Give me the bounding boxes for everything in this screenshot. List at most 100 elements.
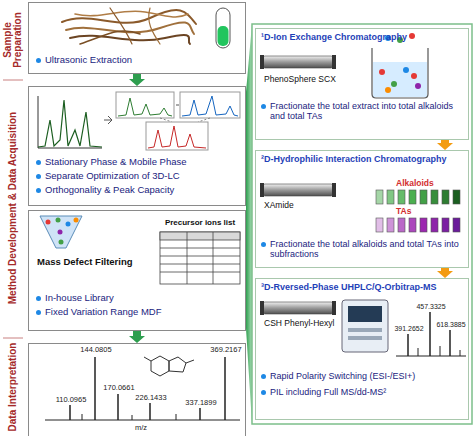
flow-arrow bbox=[437, 140, 453, 150]
ion-beaker bbox=[415, 83, 421, 89]
ion-beaker bbox=[379, 69, 385, 75]
precursor-table bbox=[160, 232, 240, 284]
node-text: TAs bbox=[396, 207, 466, 217]
ion-beaker bbox=[409, 33, 415, 39]
hplc-column bbox=[332, 55, 336, 69]
peak-label: 170.0661 bbox=[101, 384, 137, 393]
fraction-vials bbox=[409, 218, 416, 232]
node-text: PhenoSphere SCX bbox=[264, 75, 364, 85]
chromatogram bbox=[104, 116, 112, 124]
test-tube bbox=[216, 8, 230, 48]
fraction-vials bbox=[398, 190, 405, 204]
node-text: ²D-Hydrophilic Interaction Chromatograph… bbox=[261, 154, 465, 164]
bullet-dot bbox=[36, 58, 41, 63]
mass-spectrum bbox=[149, 403, 151, 420]
ion-beaker bbox=[372, 48, 428, 98]
mass-defect-funnel bbox=[66, 222, 71, 227]
ion-beaker bbox=[391, 81, 397, 87]
transfer-fan bbox=[246, 24, 252, 424]
herb-roots bbox=[75, 11, 188, 17]
chromatogram bbox=[38, 100, 102, 147]
mass-spectrum bbox=[69, 405, 71, 420]
bullet-dot bbox=[36, 160, 41, 165]
precursor-table bbox=[213, 232, 214, 284]
flow-arrow bbox=[129, 74, 145, 86]
precursor-table bbox=[160, 248, 240, 249]
bullet-text: Ultrasonic Extraction bbox=[45, 55, 235, 66]
peak-label: 391.2652 bbox=[391, 325, 427, 333]
fraction-vials bbox=[420, 190, 427, 204]
dimension-panel: ³D-Rversed-Phase UHPLC/Q-Orbitrap-MS CSH … bbox=[255, 278, 469, 420]
ms-spectrum bbox=[396, 356, 466, 357]
spectrum-box: 144.0805369.2167170.0661226.1433110.0965… bbox=[28, 343, 246, 436]
chromatogram bbox=[176, 105, 179, 106]
molecule-structure bbox=[186, 360, 194, 363]
fraction-vials bbox=[409, 190, 416, 204]
dimension-panel: ¹D-Ion Exchange ChromatographyPhenoSpher… bbox=[255, 28, 469, 140]
ion-beaker bbox=[372, 33, 428, 98]
bullet-dot bbox=[261, 374, 266, 379]
mass-spectrum bbox=[94, 357, 96, 420]
herb-roots bbox=[62, 8, 196, 44]
peak-label: 144.0805 bbox=[78, 346, 114, 355]
peak-label: 457.3325 bbox=[413, 303, 449, 311]
node-text: CSH Phenyl-Hexyl bbox=[264, 319, 364, 329]
fraction-vials bbox=[387, 190, 394, 204]
fraction-vials bbox=[453, 218, 460, 232]
bullet-dot bbox=[261, 390, 266, 395]
fraction-vials bbox=[431, 190, 438, 204]
fraction-vials bbox=[376, 218, 383, 232]
fraction-vials bbox=[442, 218, 449, 232]
mass-defect-funnel bbox=[40, 216, 82, 248]
chromatogram bbox=[180, 92, 240, 118]
mass-spectrum bbox=[45, 420, 240, 421]
mass-defect-funnel bbox=[46, 220, 51, 225]
precursor-table bbox=[160, 272, 240, 273]
chromatogram bbox=[118, 98, 172, 116]
molecule-structure bbox=[144, 357, 151, 361]
step-box: Mass Defect FilteringIn-house LibraryFix… bbox=[28, 210, 246, 331]
fraction-vials bbox=[453, 190, 460, 204]
hplc-column bbox=[263, 56, 333, 68]
peak-label: 369.2167 bbox=[208, 346, 244, 355]
herb-roots bbox=[149, 8, 160, 44]
ms-spectrum bbox=[396, 312, 466, 356]
fraction-vials bbox=[431, 218, 438, 232]
bullet-text: Separate Optimization of 3D-LC bbox=[45, 171, 240, 182]
peak-label: 226.1433 bbox=[133, 394, 169, 403]
fraction-vials bbox=[442, 190, 449, 204]
chromatogram bbox=[160, 118, 210, 122]
chromatogram bbox=[38, 92, 240, 150]
hplc-column bbox=[260, 183, 264, 197]
bullet-dot bbox=[261, 104, 266, 109]
table-caption: Precursor ions list bbox=[152, 219, 248, 227]
ion-beaker bbox=[403, 67, 409, 73]
stage-divider bbox=[3, 338, 23, 339]
mass-defect-funnel bbox=[40, 216, 82, 248]
fraction-vials bbox=[376, 190, 460, 232]
hplc-column bbox=[260, 55, 264, 69]
mass-spectrum bbox=[82, 414, 83, 420]
mass-defect-funnel bbox=[58, 230, 63, 235]
node-text: Mass Defect Filtering bbox=[37, 257, 157, 268]
bullet-text: Fixed Variation Range MDF bbox=[45, 307, 240, 318]
panel-frame bbox=[252, 24, 472, 424]
node-text: ³D-Rversed-Phase UHPLC/Q-Orbitrap-MS bbox=[261, 282, 465, 292]
stage-label: Method Development & Data Acquisition bbox=[0, 83, 26, 333]
ms-spectrum bbox=[460, 350, 461, 356]
ms-instrument bbox=[342, 300, 388, 352]
mass-spectrum bbox=[132, 415, 133, 420]
herb-roots bbox=[66, 22, 194, 34]
molecule-structure bbox=[169, 357, 186, 372]
bullet-text: Fractionate the total alkaloids and tota… bbox=[270, 239, 464, 260]
node-text: Alkaloids bbox=[396, 179, 466, 189]
bullet-dot bbox=[36, 174, 41, 179]
mass-spectrum bbox=[199, 408, 201, 420]
test-tube bbox=[216, 8, 230, 48]
ms-instrument bbox=[348, 336, 382, 340]
ms-spectrum bbox=[407, 334, 409, 356]
ms-spectrum bbox=[440, 346, 441, 356]
chromatogram bbox=[146, 122, 208, 150]
